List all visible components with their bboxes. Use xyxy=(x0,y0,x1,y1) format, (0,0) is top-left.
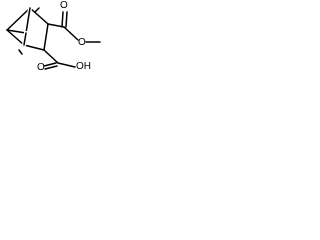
atom-label-ester-carbonyl-oxygen: O xyxy=(60,0,68,11)
bond-acid-c-o-double xyxy=(43,62,57,67)
bond-c6-c4 xyxy=(6,29,25,46)
atom-label-hydroxyl: OH xyxy=(76,61,91,72)
bond-c5-c6 xyxy=(6,29,27,34)
bond-c6-c1 xyxy=(6,7,31,31)
atom-label-ester-oxygen: O xyxy=(78,37,86,48)
bond-c3-acid-c xyxy=(43,49,59,64)
bond-bridge-c7-c4 xyxy=(23,32,27,46)
bond-ester-c-o-double xyxy=(61,11,64,28)
bond-acid-c-oh xyxy=(57,62,76,68)
bond-c3-c4 xyxy=(23,44,45,51)
bond-ester-c-o xyxy=(63,26,79,41)
atom-label-acid-carbonyl-oxygen: O xyxy=(37,62,45,73)
stereo-hash-c1 xyxy=(34,7,40,13)
bond-bridge-c1-c7 xyxy=(25,7,31,34)
bond-ester-c-o-double-2 xyxy=(65,11,68,28)
bicyclic-skeleton xyxy=(6,6,101,70)
bond-c1-c2 xyxy=(29,7,49,25)
molecule-structure-diagram: O O O OH xyxy=(0,0,102,84)
bond-acid-c-o-double-2 xyxy=(44,65,58,70)
stereo-hash-c4 xyxy=(18,49,23,55)
bond-c2-c3 xyxy=(43,23,49,51)
